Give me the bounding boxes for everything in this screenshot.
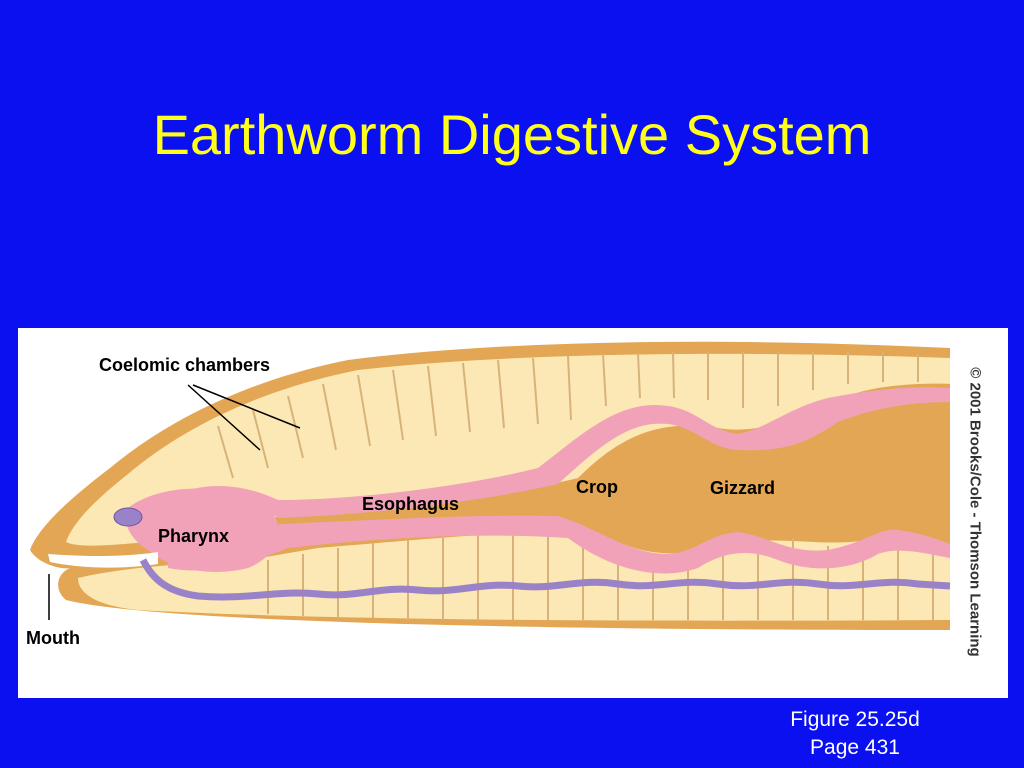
label-gizzard: Gizzard xyxy=(710,478,776,498)
figure-number: Figure 25.25d xyxy=(790,708,920,731)
ventral-nerve-cord xyxy=(139,558,951,601)
slide-title: Earthworm Digestive System xyxy=(152,103,872,166)
cerebral-ganglion xyxy=(113,507,143,527)
label-coelomic-chambers: Coelomic chambers xyxy=(99,355,271,375)
coelomic-pointer-1 xyxy=(187,384,261,451)
label-esophagus: Esophagus xyxy=(362,494,460,514)
label-crop: Crop xyxy=(576,477,618,497)
upper-tissue xyxy=(66,353,950,546)
earthworm-diagram xyxy=(30,341,951,630)
label-pharynx: Pharynx xyxy=(158,526,230,546)
page-number: Page 431 xyxy=(810,736,900,759)
gut-wall-upper xyxy=(168,387,950,518)
copyright-notice: © 2001 Brooks/Cole - Thomson Learning xyxy=(960,342,990,682)
figure-caption: Figure 25.25d Page 431 xyxy=(760,706,950,762)
coelomic-pointer-2 xyxy=(192,384,301,429)
label-mouth: Mouth xyxy=(26,628,80,648)
diagram-panel: Coelomic chambers Pharynx Esophagus Crop… xyxy=(18,328,1008,698)
gut-wall-lower xyxy=(168,515,950,574)
septa-upper xyxy=(217,351,919,479)
copyright-text: © 2001 Brooks/Cole - Thomson Learning xyxy=(966,367,984,657)
pharynx-bulb xyxy=(125,488,279,572)
mouth-opening xyxy=(48,552,158,568)
